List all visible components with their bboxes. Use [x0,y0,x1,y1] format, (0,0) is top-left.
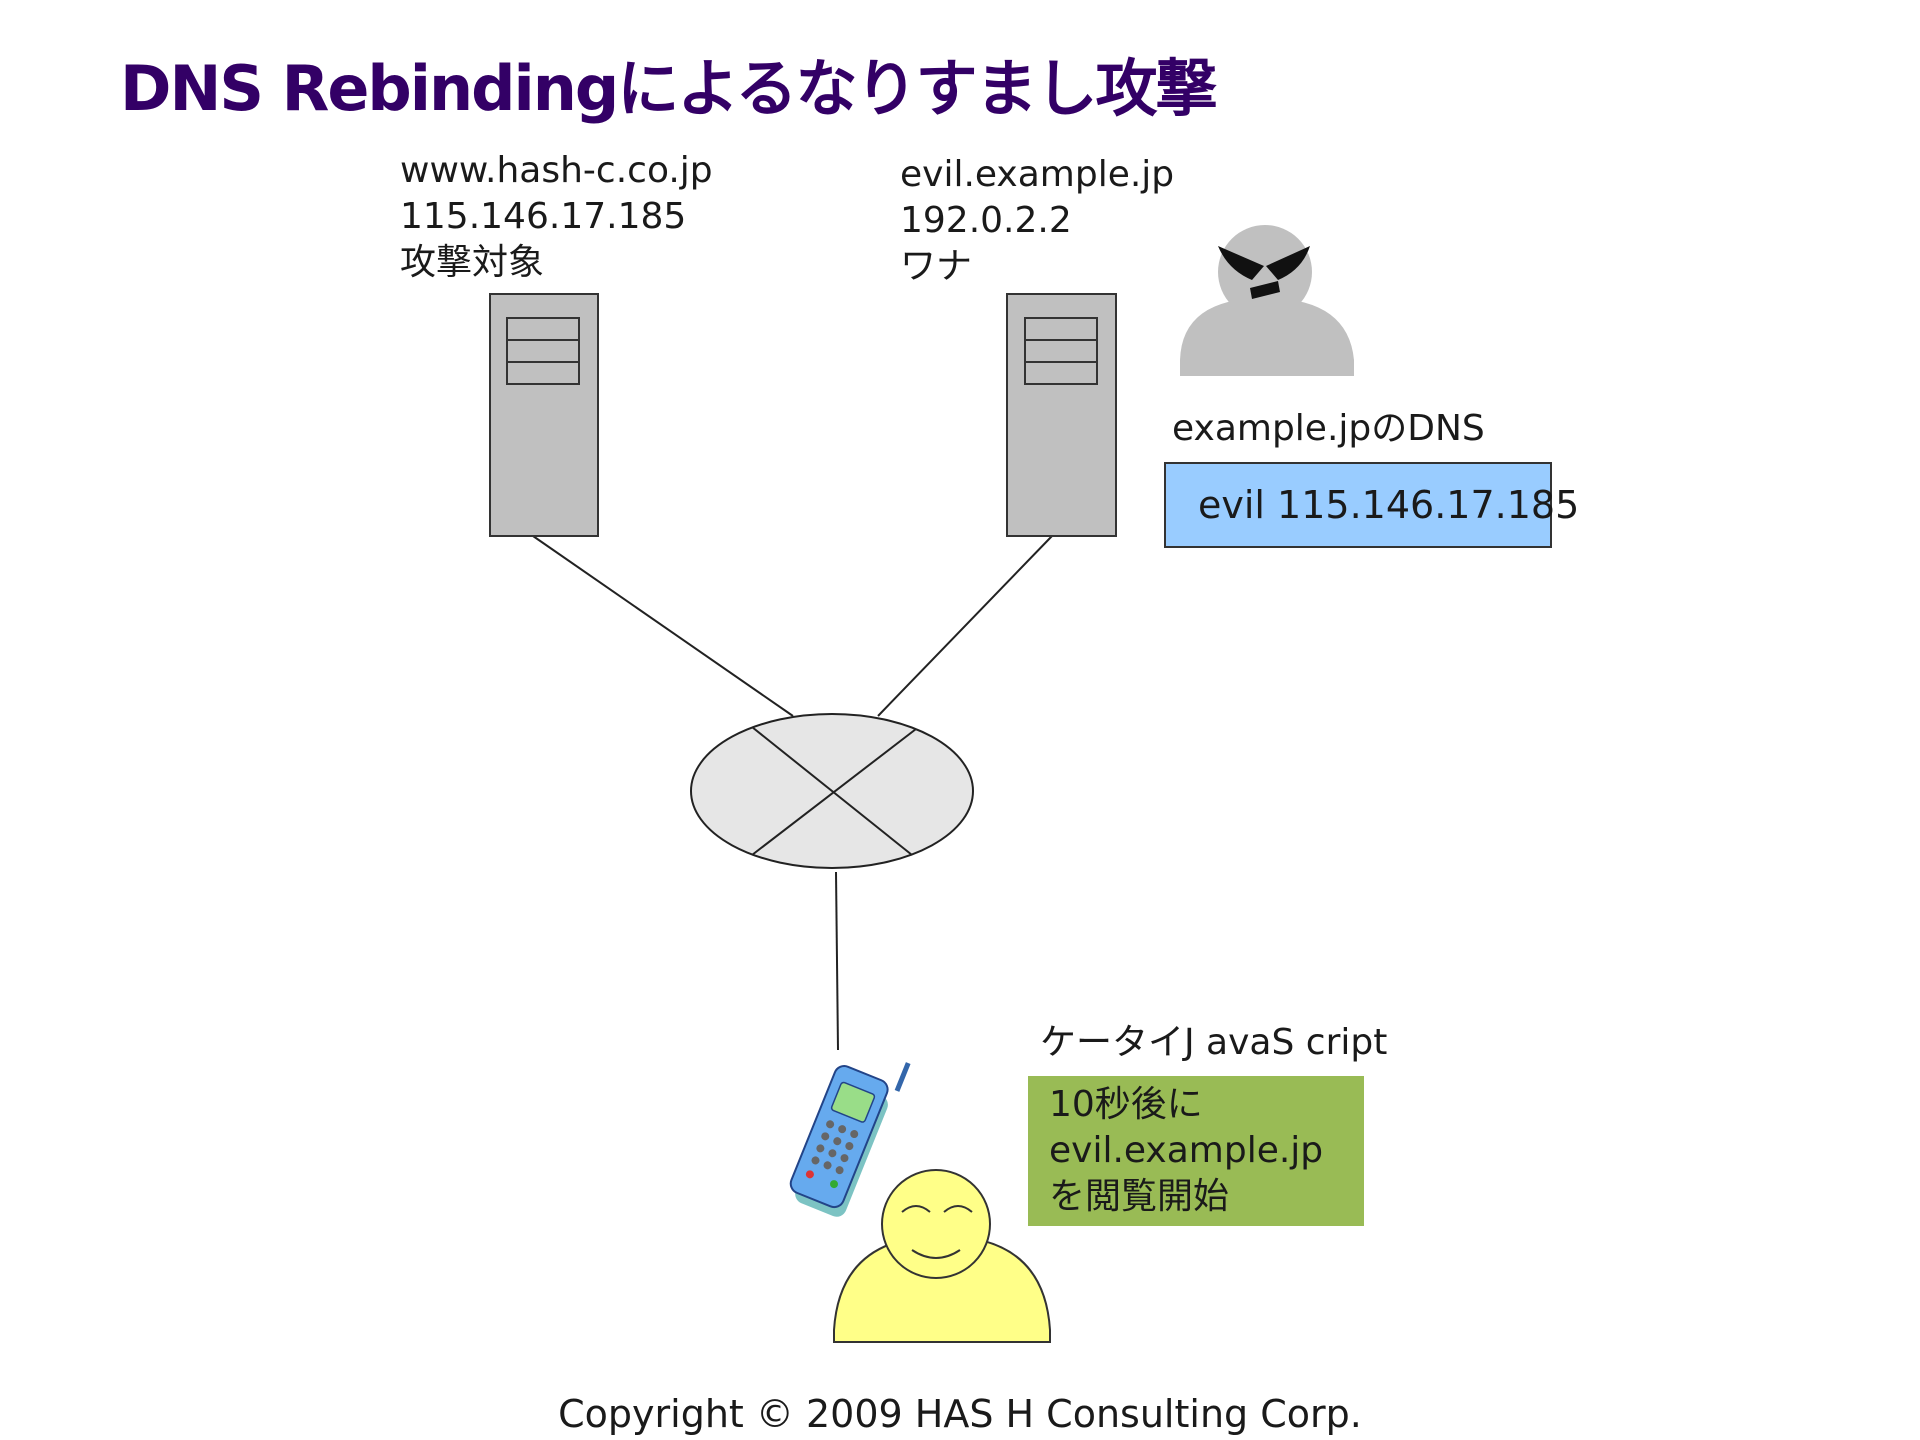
js-line-1: 10秒後に [1049,1084,1203,1125]
link-target-router [532,535,794,717]
server-icon [489,293,599,537]
js-line-3: を閲覧開始 [1049,1176,1230,1217]
trap-server-label: evil.example.jp 192.0.2.2 ワナ [900,152,1174,290]
dns-record-box: evil 115.146.17.185 [1164,462,1579,548]
dns-caption: example.jpのDNS [1172,408,1485,449]
link-router-phone [835,871,839,1051]
trap-host: evil.example.jp [900,154,1175,195]
js-caption: ケータイJ avaS cript [1040,1022,1388,1063]
page-title: DNS Rebindingによるなりすまし攻撃 [120,52,1217,125]
trap-ip: 192.0.2.2 [900,200,1072,241]
target-server-label: www.hash-c.co.jp 115.146.17.185 攻撃対象 [400,148,713,286]
router-icon [690,713,974,869]
js-line-2: evil.example.jp [1049,1130,1324,1171]
trap-role: ワナ [900,246,973,287]
copyright: Copyright © 2009 HAS H Consulting Corp. [558,1392,1362,1436]
attacker-icon [1180,225,1354,376]
target-role: 攻撃対象 [400,242,545,283]
js-box: 10秒後に evil.example.jp を閲覧開始 [1028,1076,1364,1226]
target-host: www.hash-c.co.jp [400,150,713,191]
smiling-user-icon [833,1169,1051,1343]
link-trap-router [877,535,1053,717]
server-icon [1006,293,1117,537]
mobile-phone-icon [789,1062,911,1217]
target-ip: 115.146.17.185 [400,196,687,237]
